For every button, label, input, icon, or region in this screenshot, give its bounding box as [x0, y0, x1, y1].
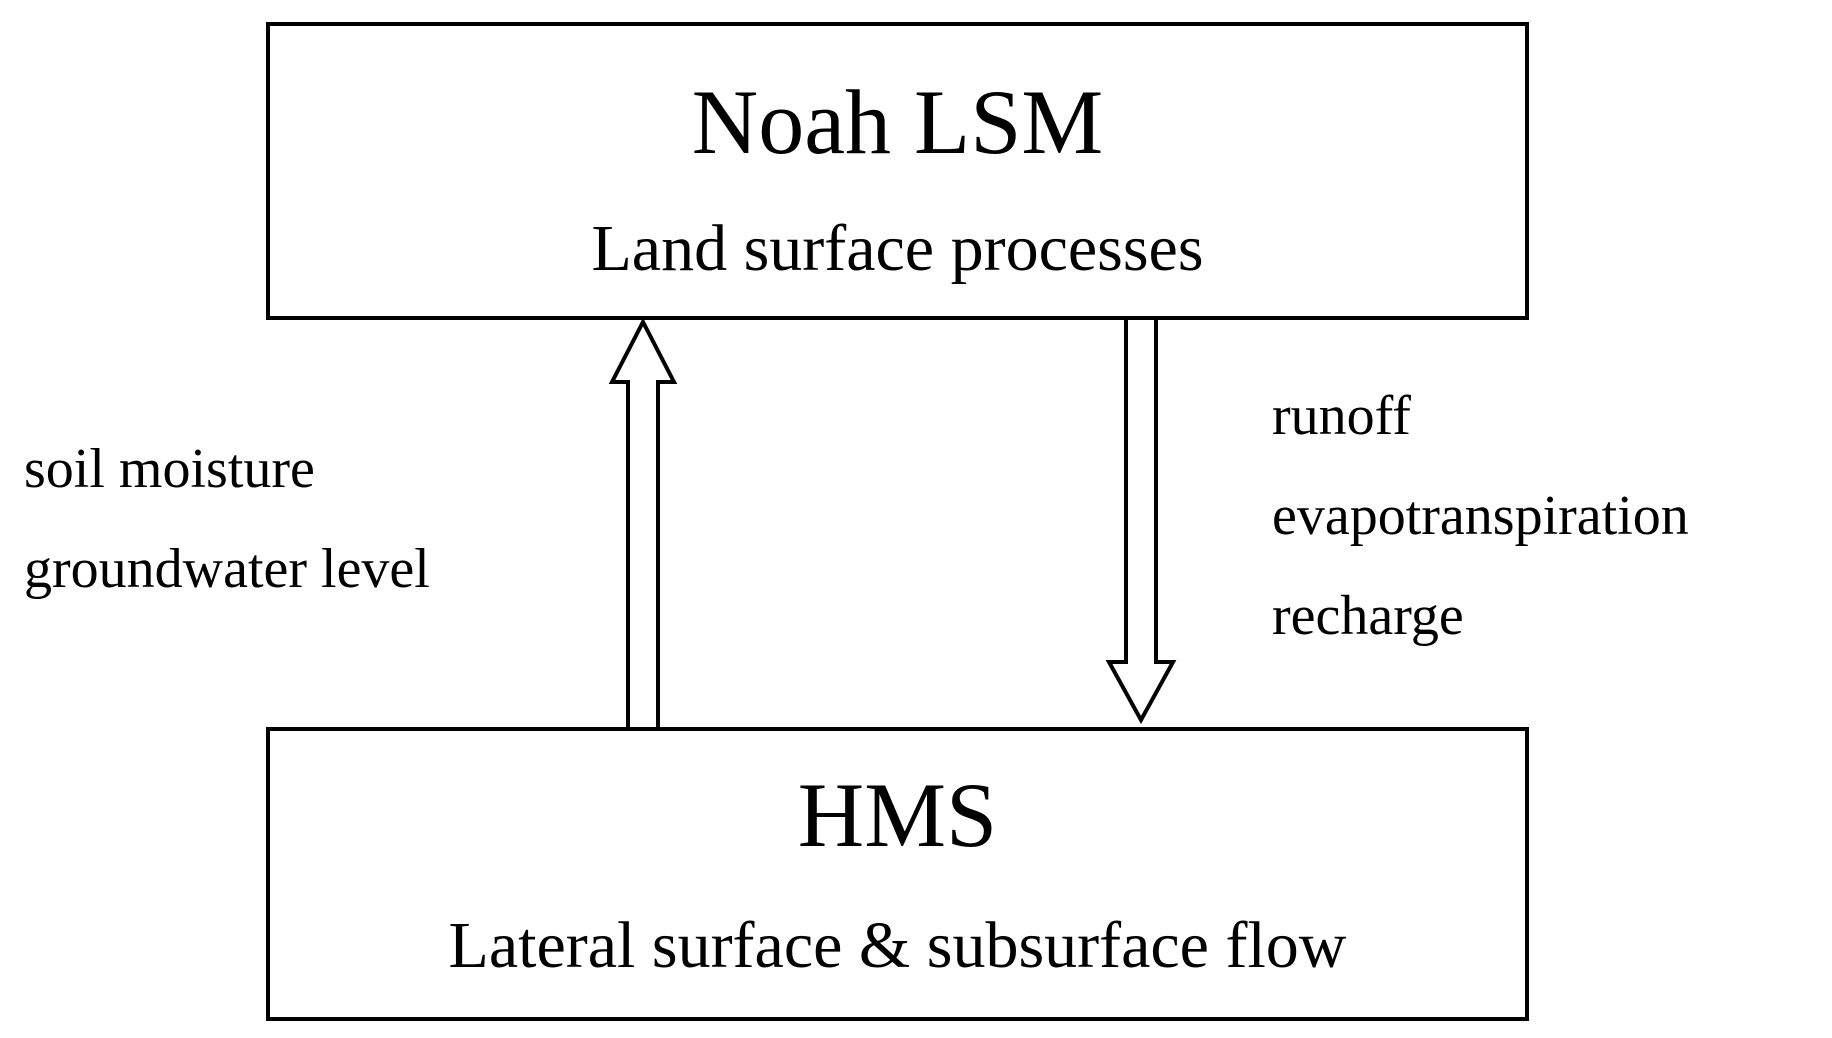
- hms-subtitle: Lateral surface & subsurface flow: [448, 909, 1347, 982]
- hms-title: HMS: [797, 764, 998, 866]
- downward-arrow: [1105, 320, 1177, 725]
- downward-flow-labels: runoff evapotranspiration recharge: [1272, 366, 1689, 666]
- upward-flow-label: soil moisture: [24, 438, 315, 500]
- upward-flow-labels: soil moisture groundwater level: [24, 419, 430, 619]
- noah-lsm-box: Noah LSM Land surface processes: [266, 22, 1529, 320]
- upward-flow-label: groundwater level: [24, 538, 430, 600]
- downward-flow-label: recharge: [1272, 585, 1464, 647]
- downward-flow-label: runoff: [1272, 385, 1411, 447]
- noah-lsm-subtitle: Land surface processes: [591, 212, 1204, 285]
- downward-flow-label: evapotranspiration: [1272, 485, 1689, 547]
- noah-lsm-title: Noah LSM: [691, 71, 1104, 173]
- upward-arrow: [608, 317, 678, 727]
- hms-box: HMS Lateral surface & subsurface flow: [266, 727, 1529, 1021]
